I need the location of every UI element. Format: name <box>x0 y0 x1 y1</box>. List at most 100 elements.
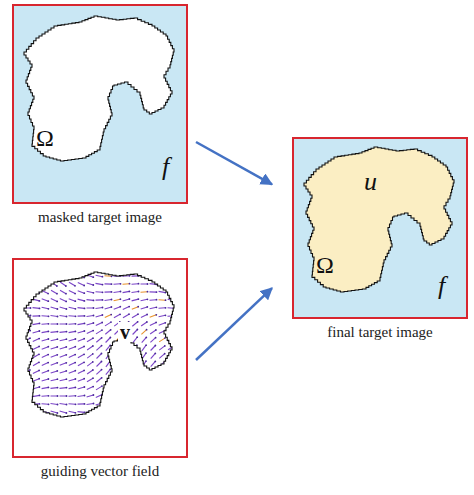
field-vector-head <box>110 377 112 379</box>
field-vector-head <box>74 354 76 356</box>
field-vector <box>123 394 128 398</box>
field-vector-head <box>93 394 95 396</box>
field-vector-head <box>111 299 113 301</box>
field-vector <box>87 331 93 334</box>
field-vector-head <box>128 385 130 387</box>
field-vector <box>24 346 30 350</box>
field-vector <box>124 369 128 375</box>
field-vector-head <box>136 376 138 378</box>
field-vector-head <box>75 412 77 414</box>
field-vector-head <box>102 402 104 404</box>
math-symbol: f <box>162 154 169 180</box>
field-vector-head <box>155 322 157 324</box>
region-border <box>304 147 454 292</box>
math-symbol: Ω <box>36 126 54 150</box>
region-border <box>24 272 174 417</box>
field-vector <box>60 355 67 357</box>
field-vector <box>78 283 84 286</box>
field-vector <box>33 370 39 373</box>
field-vector <box>96 386 102 390</box>
field-vector <box>33 411 40 413</box>
field-vector <box>132 322 137 326</box>
field-vector-head <box>146 410 148 412</box>
field-vector-head <box>92 377 94 379</box>
field-vector <box>168 331 175 333</box>
field-vector <box>115 386 120 391</box>
field-vector-head <box>84 386 86 388</box>
field-vector-head <box>38 370 40 372</box>
field-vector <box>123 411 129 414</box>
field-vector <box>42 395 49 397</box>
field-vector-head <box>127 376 129 378</box>
region-border <box>24 16 174 161</box>
field-vector-head <box>92 337 94 339</box>
field-vector-head <box>92 345 94 347</box>
field-vector <box>87 316 94 317</box>
field-vector-head <box>165 276 167 278</box>
field-vector <box>150 307 157 308</box>
field-vector-head <box>137 313 139 315</box>
field-vector-head <box>155 337 157 339</box>
field-vector <box>159 370 165 374</box>
field-vector <box>150 315 157 317</box>
field-vector-head <box>83 338 85 340</box>
field-vector <box>132 394 137 398</box>
field-vector <box>132 307 138 310</box>
field-vector-head <box>38 338 40 340</box>
field-vector-head <box>57 404 59 406</box>
field-vector-head <box>29 276 31 278</box>
field-vector-head <box>156 291 158 293</box>
field-vector <box>51 339 58 341</box>
field-vector <box>69 411 76 413</box>
field-vector-head <box>154 361 156 363</box>
field-vector <box>105 300 112 301</box>
field-vector-head <box>93 292 95 294</box>
field-vector <box>42 299 49 301</box>
field-vector <box>24 411 31 412</box>
field-vector-head <box>165 284 167 286</box>
field-vector <box>159 275 166 277</box>
field-vector <box>33 291 40 293</box>
field-vector-head <box>66 412 68 414</box>
field-vector <box>105 291 112 292</box>
field-vector-head <box>165 307 167 309</box>
field-vector <box>159 299 166 301</box>
field-vector <box>60 395 67 396</box>
field-vector-head <box>39 308 41 310</box>
field-vector <box>51 371 58 373</box>
field-vector-head <box>128 401 130 403</box>
field-vector <box>97 354 102 359</box>
field-vector-head <box>147 275 149 277</box>
field-vector-head <box>102 299 104 301</box>
field-vector <box>141 403 147 406</box>
field-vector <box>24 395 31 397</box>
field-vector <box>132 299 139 301</box>
field-vector-head <box>56 346 58 348</box>
field-vector <box>150 291 157 292</box>
region-fill <box>24 16 174 161</box>
field-vector <box>78 339 84 342</box>
field-vector <box>141 322 147 326</box>
field-vector <box>159 411 166 413</box>
field-vector <box>168 315 175 317</box>
field-vector <box>114 314 120 317</box>
field-vector-head <box>48 378 50 380</box>
field-vector-head <box>155 345 157 347</box>
field-vector-head <box>174 411 176 413</box>
field-vector-head <box>119 385 121 387</box>
field-vector <box>24 404 31 405</box>
field-vector-head <box>155 377 157 379</box>
field-vector <box>87 323 94 325</box>
field-vector <box>87 404 94 405</box>
field-vector <box>69 282 75 286</box>
field-vector <box>151 353 156 358</box>
field-vector-head <box>174 315 176 317</box>
field-vector <box>69 363 75 366</box>
field-vector <box>142 369 146 375</box>
field-vector <box>60 282 66 286</box>
field-vector <box>96 378 101 382</box>
field-vector <box>123 314 129 318</box>
region-omega: Ω <box>24 16 176 162</box>
field-vector <box>150 378 155 383</box>
field-vector-head <box>75 403 77 405</box>
